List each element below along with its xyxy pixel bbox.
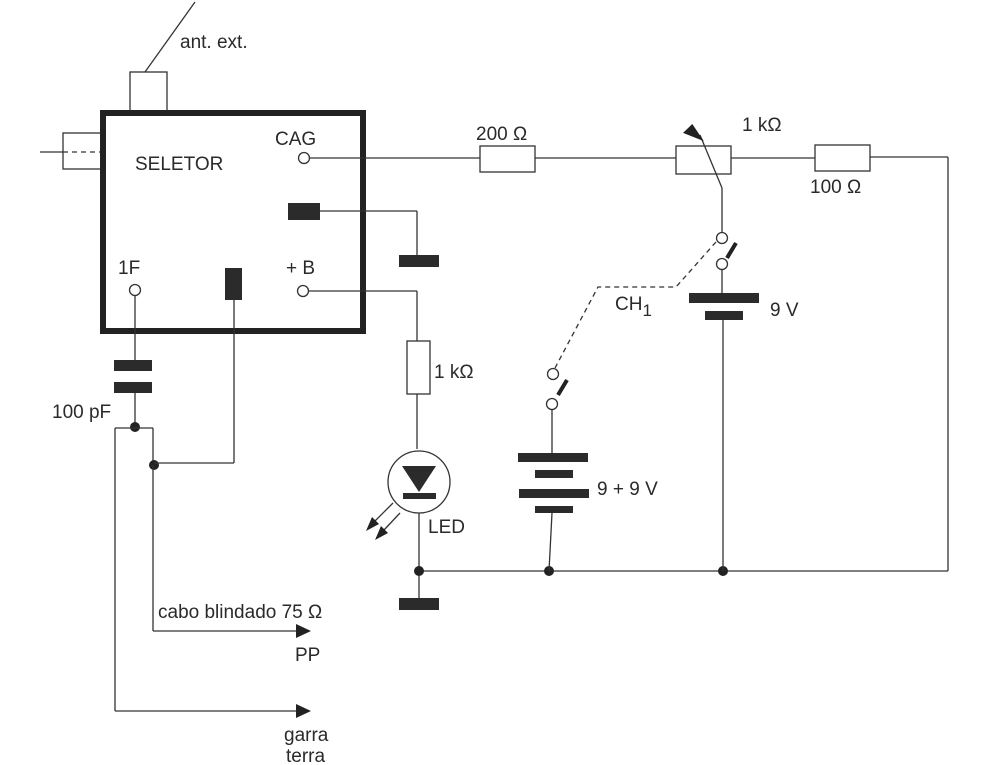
b-plus-terminal bbox=[296, 284, 310, 298]
chassis-ground-plate bbox=[399, 598, 439, 610]
led-diode-icon bbox=[402, 466, 436, 492]
ground-clip-arrow-icon bbox=[296, 704, 311, 718]
b-plus-label: + B bbox=[286, 258, 315, 279]
pp-arrow-icon bbox=[296, 624, 311, 638]
potentiometer-1k bbox=[675, 145, 732, 175]
switch-mechanical-link bbox=[554, 241, 717, 369]
potentiometer-label: 1 kΩ bbox=[742, 115, 782, 136]
pot-wiper bbox=[699, 134, 723, 189]
selector-label: SELETOR bbox=[135, 154, 223, 175]
ground-terminal-top bbox=[288, 203, 320, 220]
if-label: 1F bbox=[118, 258, 140, 279]
agc-terminal bbox=[297, 151, 311, 165]
resistor-led-label: 1 kΩ bbox=[434, 362, 474, 383]
resistor-200-label: 200 Ω bbox=[476, 124, 527, 145]
battery-9v-label: 9 V bbox=[770, 300, 799, 321]
bypass-plate bbox=[399, 255, 439, 267]
antenna-label: ant. ext. bbox=[180, 32, 248, 53]
selector-block bbox=[100, 110, 366, 334]
pot-arrow-icon bbox=[683, 124, 704, 142]
ground-clip-label-2: terra bbox=[286, 746, 326, 765]
resistor-100-ohm bbox=[814, 144, 871, 172]
led bbox=[366, 450, 451, 540]
led-label: LED bbox=[428, 517, 465, 538]
battery-9v-long-plate bbox=[689, 293, 759, 303]
switch-lever bbox=[725, 241, 738, 260]
resistor-100-label: 100 Ω bbox=[810, 177, 861, 198]
capacitor-100pf-plate-1 bbox=[114, 360, 152, 371]
junction-dot bbox=[149, 460, 159, 470]
switch-contact bbox=[715, 257, 729, 271]
if-terminal bbox=[128, 283, 142, 297]
ground-clip-label-1: garra bbox=[284, 725, 329, 746]
agc-label: CAG bbox=[275, 129, 316, 150]
antenna-wire bbox=[144, 1, 196, 73]
battery-18v-plate-1 bbox=[518, 453, 588, 462]
ground-terminal bbox=[225, 268, 242, 300]
led-light-arrow-icon bbox=[366, 517, 379, 531]
junction-dot bbox=[130, 422, 140, 432]
battery-18v-plate-2 bbox=[535, 470, 573, 478]
input-connector bbox=[40, 132, 104, 170]
switch-contact bbox=[546, 367, 560, 381]
battery-9v-short-plate bbox=[705, 311, 743, 320]
switch-lever bbox=[556, 378, 569, 397]
resistor-200-ohm bbox=[479, 145, 536, 173]
switch-contact bbox=[715, 231, 729, 245]
battery-18v-plate-4 bbox=[535, 506, 573, 513]
battery-18v-plate-3 bbox=[519, 489, 589, 498]
pp-label: PP bbox=[295, 645, 320, 666]
capacitor-100pf-plate-2 bbox=[114, 382, 152, 393]
capacitor-label: 100 pF bbox=[52, 402, 111, 423]
switch-label: CH1 bbox=[615, 294, 652, 320]
switch-contact bbox=[545, 397, 559, 411]
cable-label: cabo blindado 75 Ω bbox=[158, 602, 322, 623]
resistor-led-1k bbox=[406, 340, 431, 395]
antenna-connector bbox=[129, 71, 168, 113]
junction-dot bbox=[414, 566, 424, 576]
battery-18v-label: 9 + 9 V bbox=[597, 479, 658, 500]
side-connector bbox=[62, 132, 104, 170]
external-antenna bbox=[129, 1, 196, 113]
led-light-arrow-icon-2 bbox=[375, 526, 388, 540]
